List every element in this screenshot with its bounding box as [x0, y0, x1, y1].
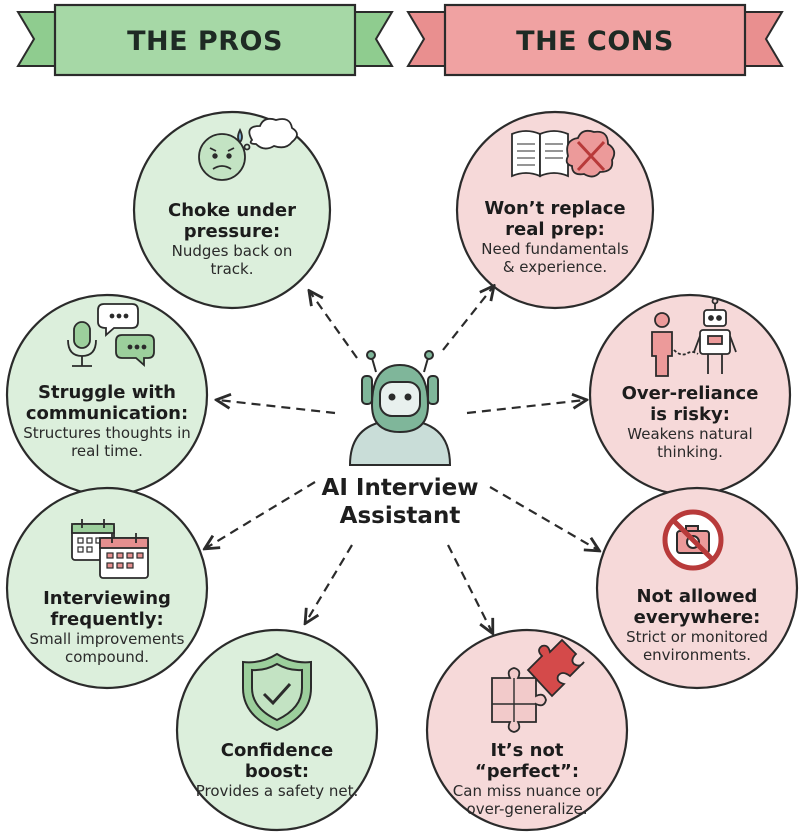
person-chained-robot-icon: [651, 297, 737, 377]
con-item-2-text: Weakens natural thinking.: [627, 425, 753, 462]
pro-item-1-heading: Choke under pressure:: [168, 200, 296, 243]
arrow-to-con-4: [447, 544, 492, 632]
center-label-line1: AI Interview: [321, 475, 479, 501]
con-item-3: Not allowed everywhere: Strict or monito…: [622, 586, 772, 665]
con-item-2-heading: Over-reliance is risky:: [621, 383, 759, 426]
arrow-to-con-1: [442, 287, 493, 351]
arrow-to-pro-3: [206, 481, 316, 548]
con-bubble-4: [425, 628, 629, 832]
pro-item-2-heading: Struggle with communication:: [25, 382, 189, 425]
pro-bubble-3: [5, 486, 209, 690]
arrow-to-con-3: [489, 486, 598, 550]
pro-item-4: Confidence boost: Provides a safety net.: [192, 740, 362, 801]
cons-banner: [406, 3, 784, 77]
pro-item-2-text: Structures thoughts in real time.: [23, 424, 191, 461]
arrow-to-pro-4: [306, 544, 353, 622]
no-camera-icon: [662, 509, 724, 571]
con-item-3-text: Strict or monitored environments.: [626, 628, 768, 665]
pros-title: THE PROS: [127, 26, 283, 57]
pro-item-1-text: Nudges back on track.: [171, 242, 293, 279]
pro-item-4-text: Provides a safety net.: [195, 782, 359, 801]
pro-item-3-heading: Interviewing frequently:: [43, 588, 171, 631]
pro-item-3: Interviewing frequently: Small improveme…: [17, 588, 197, 667]
microphone-speech-icon: [67, 303, 155, 367]
con-item-1-text: Need fundamentals & experience.: [481, 240, 629, 277]
pro-item-2: Struggle with communication: Structures …: [17, 382, 197, 461]
center-label-line2: Assistant: [339, 502, 461, 529]
arrow-to-pro-2: [218, 400, 336, 415]
pro-item-3-text: Small improvements compound.: [29, 630, 185, 667]
con-item-4: It’s not “perfect”: Can miss nuance or o…: [447, 740, 607, 819]
con-bubble-3: [595, 486, 799, 690]
con-item-1: Won’t replace real prep: Need fundamenta…: [480, 198, 630, 277]
con-item-1-heading: Won’t replace real prep:: [484, 198, 626, 241]
con-item-4-text: Can miss nuance or over-generalize.: [452, 782, 602, 819]
pro-item-1: Choke under pressure: Nudges back on tra…: [157, 200, 307, 279]
con-item-4-heading: It’s not “perfect”:: [474, 740, 580, 783]
pro-item-4-heading: Confidence boost:: [220, 740, 334, 783]
puzzle-icon: [491, 638, 585, 733]
calendar-icon: [71, 519, 149, 579]
shield-check-icon: [242, 652, 312, 732]
robot-head-icon: [348, 350, 452, 466]
con-item-2: Over-reliance is risky: Weakens natural …: [620, 383, 760, 462]
con-item-3-heading: Not allowed everywhere:: [633, 586, 761, 629]
arrow-to-pro-1: [310, 292, 358, 359]
pros-banner: [16, 3, 394, 77]
book-brain-icon: [511, 129, 616, 178]
center-label: AI Interview Assistant: [300, 475, 500, 530]
pro-bubble-1: [132, 110, 332, 310]
arrow-to-con-2: [466, 400, 585, 415]
worried-face-icon: [198, 117, 298, 181]
cons-title: THE CONS: [516, 26, 674, 57]
